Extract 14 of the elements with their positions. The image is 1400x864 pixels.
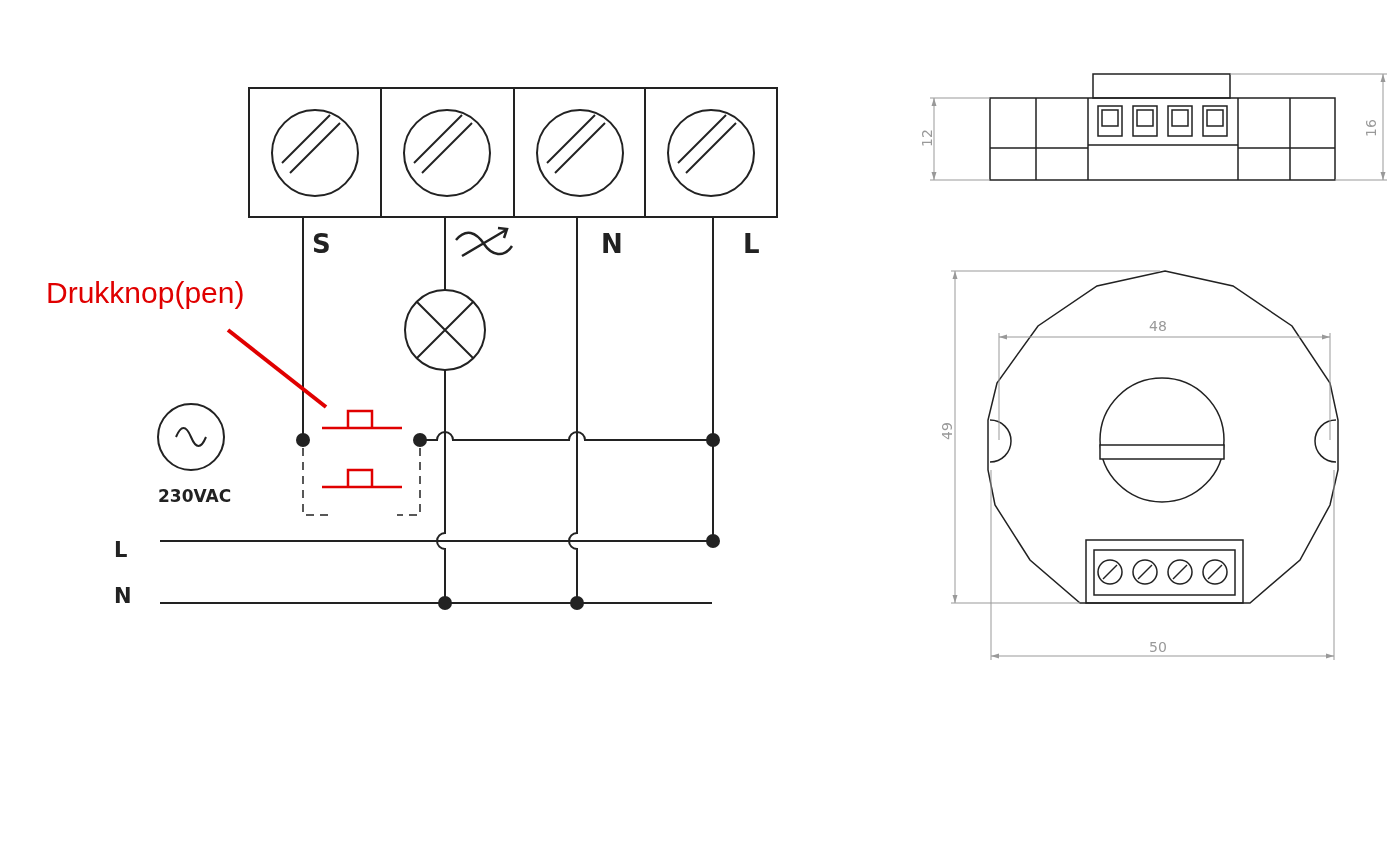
leader-line <box>226 328 328 409</box>
dimension-label: 48 <box>1149 319 1167 333</box>
terminal-label: S <box>312 231 331 257</box>
line-label: L <box>114 540 128 561</box>
voltage-label: 230VAC <box>158 488 232 505</box>
dimension-label: 12 <box>919 129 934 147</box>
dimension-label: 49 <box>939 422 954 440</box>
line-label: N <box>114 586 132 607</box>
terminal-label: N <box>601 231 623 257</box>
callout-label: Drukknop(pen) <box>46 278 245 308</box>
pushbutton-symbol <box>320 409 404 430</box>
dimension-label: 16 <box>1363 119 1378 137</box>
dimension-label: 50 <box>1149 640 1167 654</box>
terminal-label: L <box>743 231 760 257</box>
